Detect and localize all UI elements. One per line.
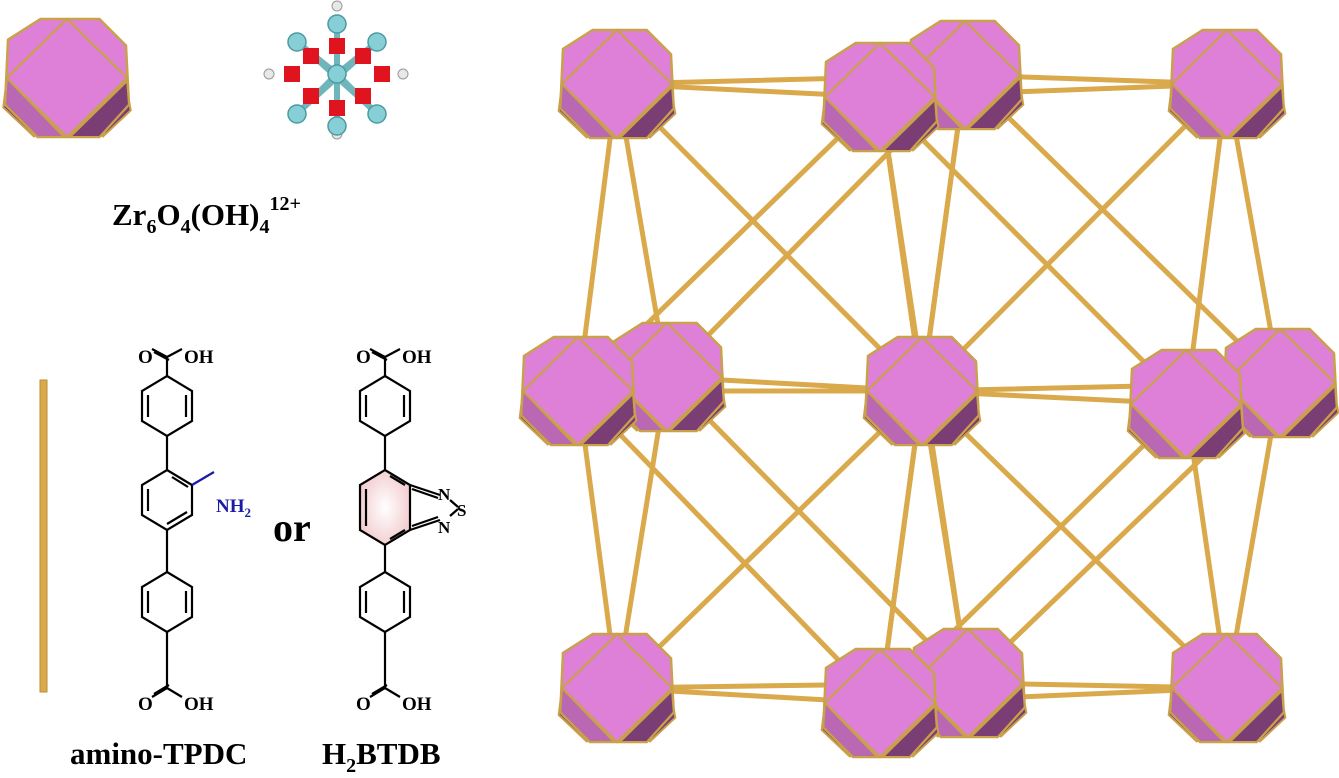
- amino-tpdc-structure: [140, 348, 215, 698]
- linker-rod: [919, 81, 1230, 394]
- nh2-substituent: NH2: [216, 496, 251, 520]
- oxygen-atom: [374, 66, 390, 82]
- btdb-bottom-o: O: [356, 694, 371, 715]
- or-label: or: [273, 505, 311, 550]
- tpdc-bottom-o: O: [138, 694, 153, 715]
- zr-node-octahedron: [1167, 28, 1287, 140]
- amino-tpdc-label: amino-TPDC: [70, 736, 247, 771]
- cluster-formula: Zr6O4(OH)412+: [112, 193, 301, 238]
- oxygen-atom: [303, 48, 319, 64]
- btdb-n-top: N: [438, 485, 451, 504]
- linker-rod: [664, 374, 971, 686]
- linker-rod: [575, 388, 883, 706]
- linker-rod: [614, 388, 925, 691]
- zirconium-atom: [367, 104, 387, 124]
- zr-node-octahedron: [820, 41, 940, 153]
- tpdc-top-o: O: [138, 347, 153, 368]
- zr6-octahedron-icon-shape: [2, 17, 132, 139]
- zr-node-octahedron: [557, 28, 677, 140]
- oxygen-atom: [329, 38, 345, 54]
- hydrogen-atom: [331, 0, 343, 12]
- tpdc-top-oh: OH: [184, 347, 214, 368]
- linker-rod: [962, 72, 1283, 386]
- btdb-top-o: O: [356, 347, 371, 368]
- zirconium-atom: [287, 104, 307, 124]
- zr-node-octahedron: [1126, 348, 1246, 460]
- btdb-n-bottom: N: [438, 518, 451, 537]
- zirconium-atom: [287, 32, 307, 52]
- btdb-top-oh: OH: [402, 347, 432, 368]
- oxygen-atom: [329, 100, 345, 116]
- framework-zr-nodes: [518, 19, 1339, 759]
- linker-rod: [919, 388, 1230, 691]
- tpdc-bottom-oh: OH: [184, 694, 214, 715]
- hydrogen-atom: [263, 68, 275, 80]
- zirconium-atom: [327, 14, 347, 34]
- linker-rod: [614, 81, 925, 394]
- zr6-ball-and-stick-model: [263, 0, 409, 140]
- btdb-s-atom: S: [457, 501, 466, 520]
- h2btdb-label: H2BTDB: [322, 736, 441, 777]
- zr-node-octahedron: [1167, 632, 1287, 744]
- zirconium-atom: [327, 116, 347, 136]
- oxygen-atom: [355, 48, 371, 64]
- zirconium-atom: [367, 32, 387, 52]
- zr-node-octahedron: [820, 647, 940, 759]
- linker-rod-icon: [39, 379, 48, 693]
- zirconium-atom: [327, 64, 347, 84]
- zr6-octahedron-icon: [2, 17, 132, 139]
- btdb-bottom-oh: OH: [402, 694, 432, 715]
- oxygen-atom: [303, 88, 319, 104]
- oxygen-atom: [355, 88, 371, 104]
- linker-rod: [877, 94, 1189, 407]
- zr-node-octahedron: [862, 335, 982, 447]
- h2btdb-structure: [358, 348, 459, 698]
- hydrogen-atom: [397, 68, 409, 80]
- zr-node-octahedron: [518, 335, 638, 447]
- mof-framework-model: [518, 19, 1339, 759]
- zr-node-octahedron: [557, 632, 677, 744]
- oxygen-atom: [284, 66, 300, 82]
